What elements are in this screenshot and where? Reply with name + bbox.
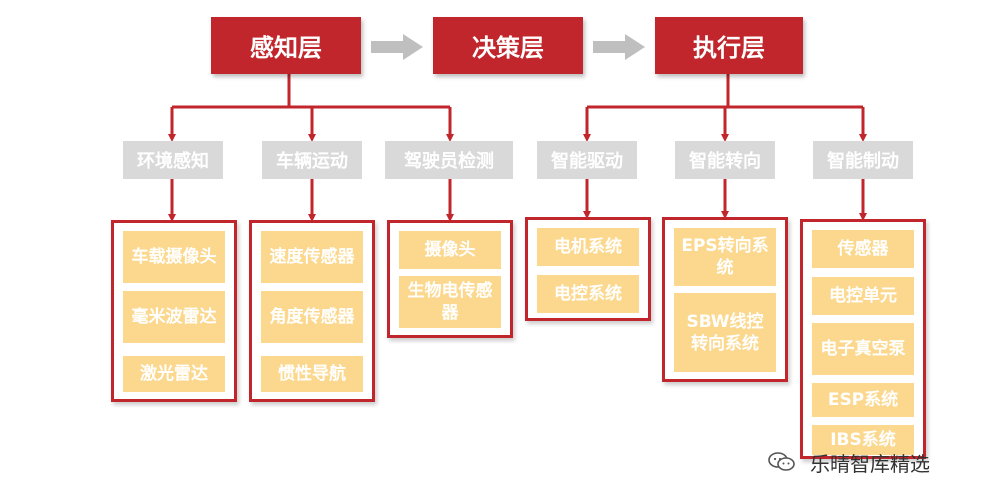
detail-box-environment: 车载摄像头 毫米波雷达 激光雷达 — [111, 220, 237, 402]
category-driver-monitoring: 驾驶员检测 — [385, 141, 513, 179]
layer-label: 执行层 — [693, 34, 765, 62]
category-label: 车辆运动 — [276, 151, 348, 172]
list-item: 电控单元 — [812, 277, 914, 315]
layer-execution: 执行层 — [655, 17, 803, 74]
category-smart-steering: 智能转向 — [675, 141, 775, 179]
category-smart-drive: 智能驱动 — [537, 141, 637, 179]
arrow-right-icon — [371, 34, 423, 60]
category-label: 环境感知 — [137, 151, 209, 172]
list-item: 激光雷达 — [123, 356, 225, 392]
category-smart-braking: 智能制动 — [813, 141, 913, 179]
list-item: IBS系统 — [812, 425, 914, 455]
category-environment: 环境感知 — [123, 141, 223, 179]
list-item: SBW线控转向系统 — [674, 293, 776, 372]
detail-box-smart-steering: EPS转向系统 SBW线控转向系统 — [662, 217, 788, 382]
list-item: 车载摄像头 — [123, 231, 225, 283]
list-item: EPS转向系统 — [674, 228, 776, 286]
list-item: 角度传感器 — [261, 291, 363, 343]
layer-label: 决策层 — [472, 34, 544, 62]
list-item: 惯性导航 — [261, 356, 363, 392]
list-item: 摄像头 — [399, 231, 501, 269]
list-item: 生物电传感器 — [399, 276, 501, 328]
layer-perception: 感知层 — [211, 17, 361, 74]
category-label: 智能转向 — [689, 151, 761, 172]
watermark: 乐晴智库精选 — [768, 447, 930, 477]
category-label: 智能驱动 — [551, 151, 623, 172]
detail-box-vehicle-motion: 速度传感器 角度传感器 惯性导航 — [249, 220, 375, 402]
detail-box-driver-monitoring: 摄像头 生物电传感器 — [387, 220, 513, 338]
category-vehicle-motion: 车辆运动 — [262, 141, 362, 179]
watermark-text: 乐晴智库精选 — [810, 451, 930, 476]
detail-box-smart-braking: 传感器 电控单元 电子真空泵 ESP系统 IBS系统 — [800, 219, 926, 459]
arrow-right-icon — [593, 34, 645, 60]
list-item: 电机系统 — [537, 228, 639, 266]
list-item: 速度传感器 — [261, 231, 363, 283]
category-label: 智能制动 — [827, 151, 899, 172]
detail-box-smart-drive: 电机系统 电控系统 — [525, 217, 651, 321]
list-item: 电子真空泵 — [812, 323, 914, 375]
layer-label: 感知层 — [250, 34, 322, 62]
list-item: ESP系统 — [812, 383, 914, 417]
list-item: 传感器 — [812, 230, 914, 268]
category-label: 驾驶员检测 — [404, 151, 494, 172]
wechat-icon — [768, 452, 795, 471]
list-item: 毫米波雷达 — [123, 291, 225, 343]
list-item: 电控系统 — [537, 275, 639, 313]
layer-decision: 决策层 — [433, 17, 583, 74]
